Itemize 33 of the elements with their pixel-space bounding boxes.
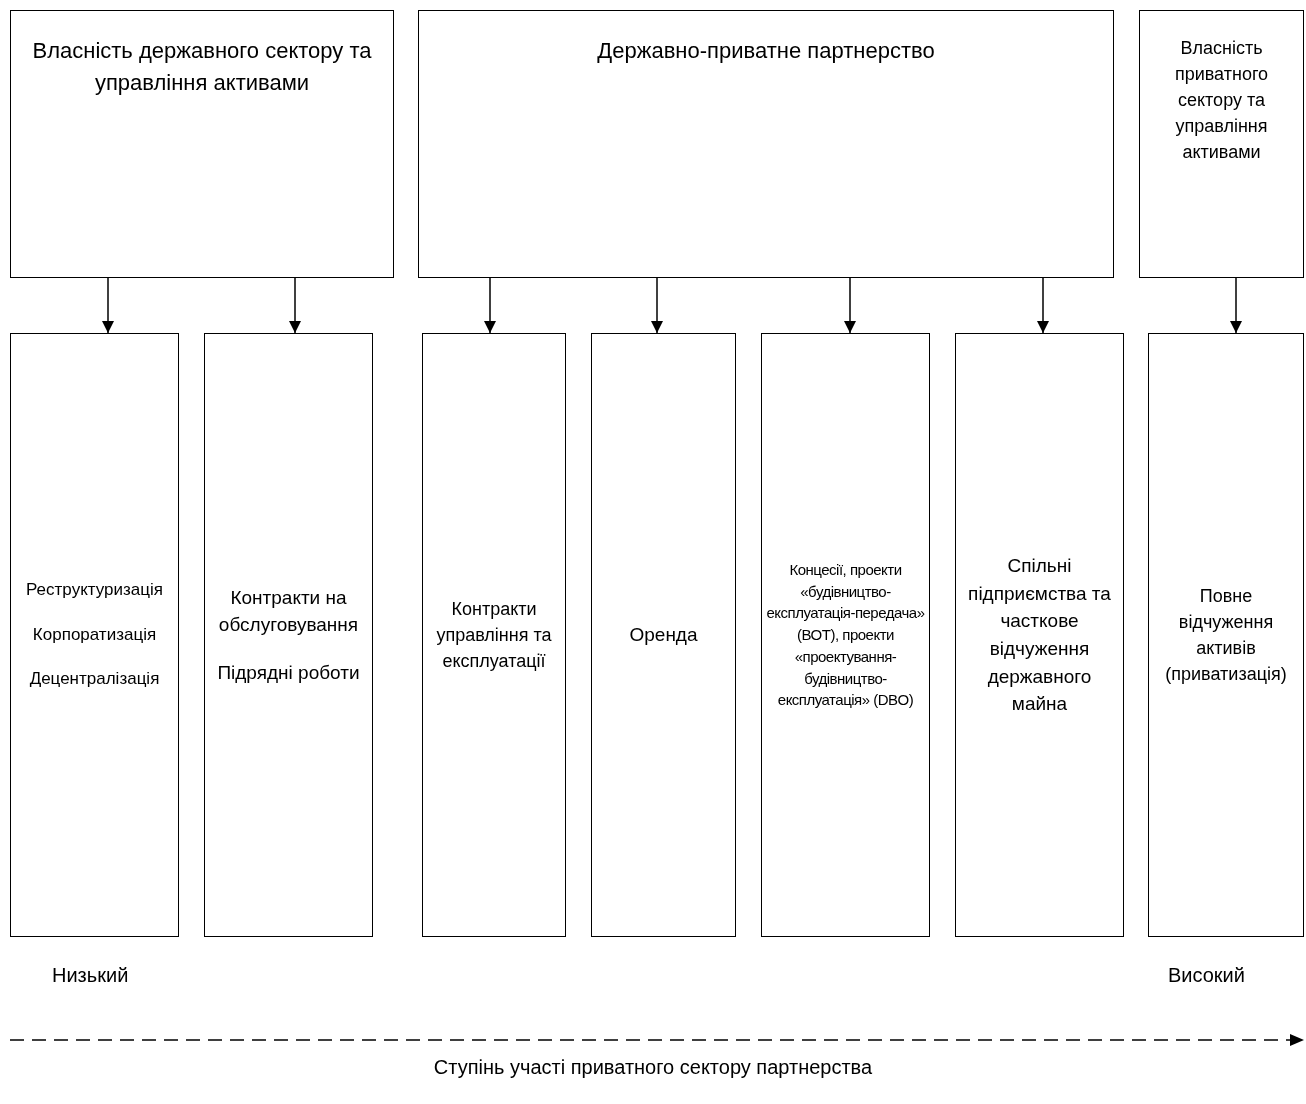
- scale-label: Низький: [52, 963, 129, 988]
- category-box: [10, 10, 394, 278]
- box-text: Державно-приватне партнерство: [596, 37, 936, 65]
- arrow: [484, 277, 496, 334]
- box-text: Власність державного сектору та управління активами: [31, 37, 373, 97]
- form-box: [955, 333, 1124, 937]
- form-box: [761, 333, 930, 937]
- arrow: [102, 277, 114, 334]
- box-text: Контракти на обслуговування: [217, 585, 360, 638]
- category-box: [1139, 10, 1304, 278]
- box-text: Контракти управління та експлуатації: [435, 597, 553, 674]
- axis-caption: Ступінь участі приватного сектору партнерства: [432, 1055, 874, 1080]
- box-text: Власність приватного сектору та управління активами: [1173, 37, 1270, 165]
- form-box: [10, 333, 179, 937]
- category-box: [418, 10, 1114, 278]
- box-text: Повне відчуження активів (приватизація): [1164, 584, 1288, 687]
- form-box: [1148, 333, 1304, 937]
- arrow: [1037, 277, 1049, 334]
- box-text: Спільні підприємства та часткове відчуження державного майна: [967, 554, 1112, 717]
- arrow: [1230, 277, 1242, 334]
- box-text: Реструктуризація: [25, 579, 164, 602]
- arrow: [844, 277, 856, 334]
- box-text: Корпоратизація: [31, 623, 158, 646]
- box-text: Концесії, проекти «будівництво-експлуатація-передача» (ВОТ), проекти «проектування-будівництво-експлуатація» (DBO): [766, 559, 925, 711]
- form-box: [422, 333, 566, 937]
- form-box: [591, 333, 736, 937]
- box-text: Оренда: [628, 623, 699, 648]
- form-box: [204, 333, 373, 937]
- scale-label: Високий: [1168, 963, 1245, 988]
- arrow: [289, 277, 301, 334]
- box-text: Децентралізація: [28, 668, 161, 691]
- arrow: [651, 277, 663, 334]
- box-text: Підрядні роботи: [216, 660, 361, 685]
